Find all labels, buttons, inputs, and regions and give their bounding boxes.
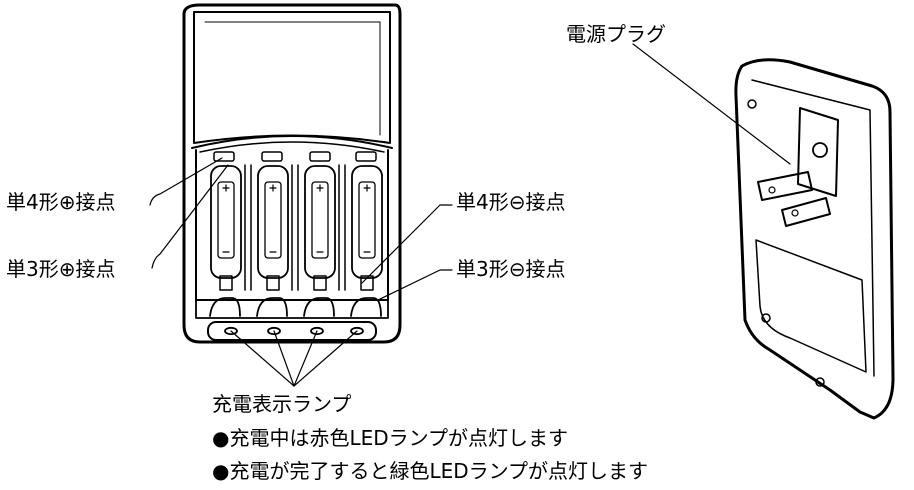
charger-front-illustration bbox=[182, 3, 402, 344]
aa-negative-contact-label: 単3形⊖接点 bbox=[456, 257, 566, 281]
charge-lamp-label: 充電表示ランプ bbox=[212, 392, 352, 416]
aa-positive-contact-label: 単3形⊕接点 bbox=[6, 257, 116, 281]
note-charging: ●充電中は赤色LEDランプが点灯します bbox=[212, 426, 569, 450]
aaa-negative-contact-label: 単4形⊖接点 bbox=[456, 190, 566, 214]
charger-side-illustration bbox=[734, 58, 895, 420]
aaa-positive-contact-label: 単4形⊕接点 bbox=[6, 190, 116, 214]
note-charge-complete: ●充電が完了すると緑色LEDランプが点灯します bbox=[212, 459, 649, 483]
power-plug-label: 電源プラグ bbox=[566, 22, 666, 46]
leader-lines bbox=[149, 43, 791, 387]
